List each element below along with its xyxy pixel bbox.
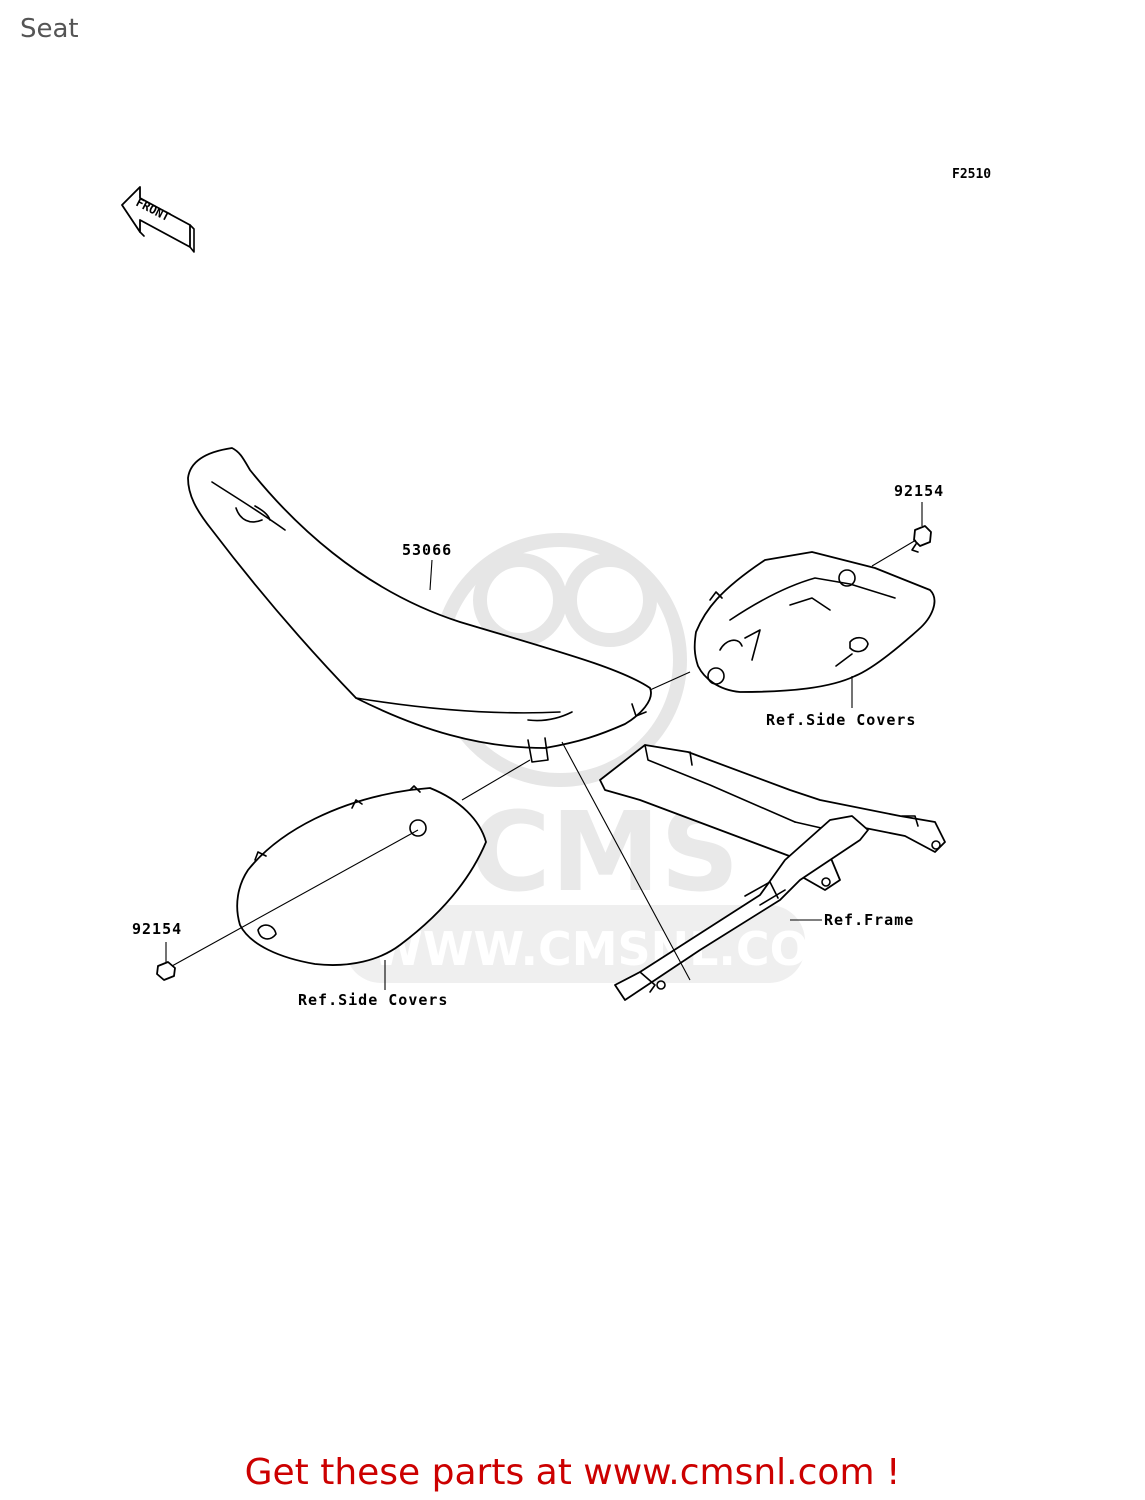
side-cover-left <box>236 785 487 966</box>
watermark: CMS WWW.CMSNL.COM <box>345 533 855 983</box>
bolt-right-icon <box>911 525 932 553</box>
frame <box>599 744 946 1001</box>
side-cover-right <box>693 551 936 693</box>
diagram-code: F2510 <box>952 167 992 182</box>
callout-side-cover-right: Ref.Side Covers <box>766 711 917 729</box>
callout-seat: 53066 <box>402 541 453 559</box>
callout-bolt-right: 92154 <box>894 482 945 500</box>
bolt-left-icon <box>156 961 176 981</box>
callout-side-cover-left: Ref.Side Covers <box>298 991 449 1009</box>
leader-lines <box>165 502 923 990</box>
front-arrow-icon: FRONT <box>121 186 195 253</box>
watermark-url: WWW.CMSNL.COM <box>372 922 855 976</box>
page-title: Seat <box>20 14 79 44</box>
callout-frame: Ref.Frame <box>824 911 915 929</box>
cta-link[interactable]: Get these parts at www.cmsnl.com ! <box>244 1452 901 1493</box>
seat <box>187 447 652 763</box>
callout-bolt-left: 92154 <box>132 920 183 938</box>
